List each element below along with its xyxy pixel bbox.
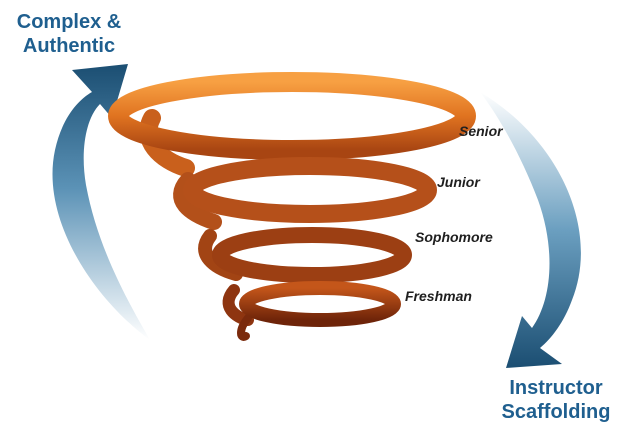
level-label-sophomore: Sophomore <box>415 229 493 245</box>
coil-junior <box>183 157 437 223</box>
coil-senior <box>108 72 476 160</box>
coil-freshman <box>239 281 401 327</box>
complex-authentic-label: Complex & Authentic <box>16 11 122 57</box>
spiral <box>108 72 476 341</box>
instructor-scaffolding-label: Instructor Scaffolding <box>501 377 611 423</box>
level-label-freshman: Freshman <box>405 288 472 304</box>
level-label-senior: Senior <box>459 123 503 139</box>
right-curved-arrow <box>480 92 581 368</box>
coil-sophomore <box>212 227 412 283</box>
level-label-junior: Junior <box>437 174 480 190</box>
left-curved-arrow <box>52 64 150 340</box>
